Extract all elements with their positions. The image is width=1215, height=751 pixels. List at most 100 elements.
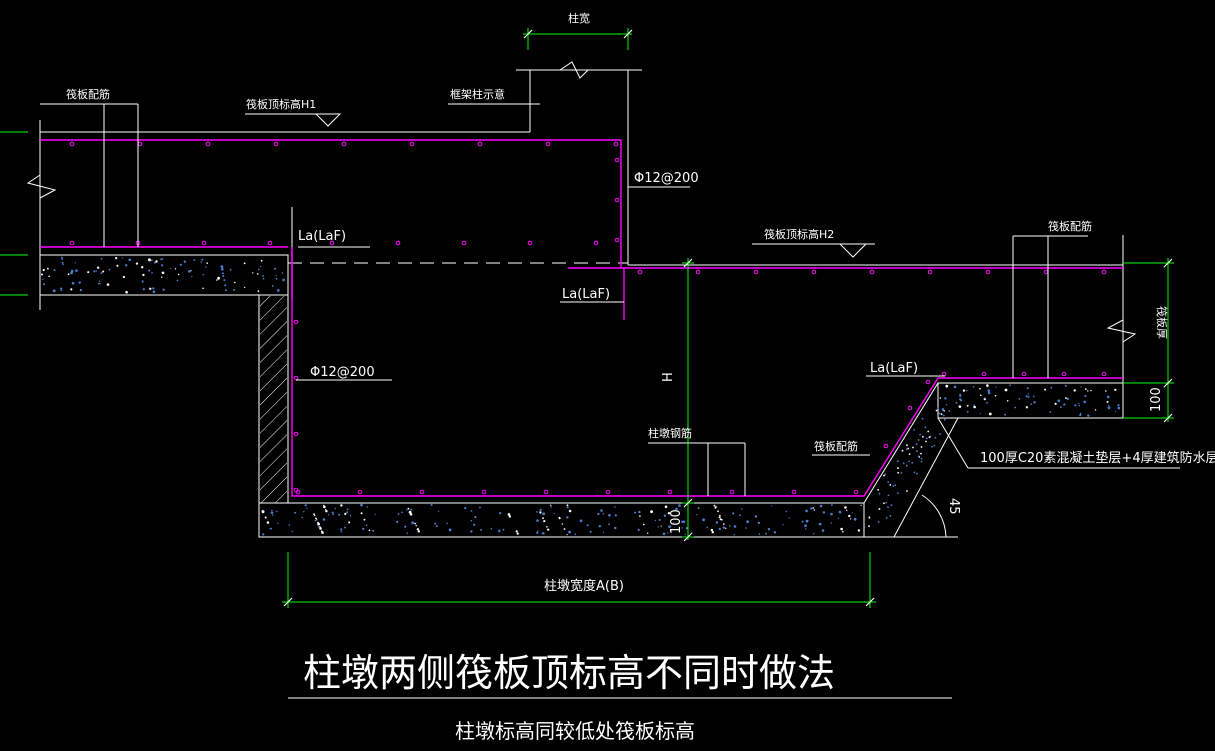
concrete-speckle xyxy=(410,508,413,511)
concrete-speckle xyxy=(897,460,899,463)
concrete-speckle xyxy=(275,278,278,280)
concrete-speckle xyxy=(830,522,832,524)
concrete-speckle xyxy=(878,508,881,510)
concrete-speckle xyxy=(902,462,905,465)
cushion-left xyxy=(39,254,289,296)
concrete-speckle xyxy=(922,435,924,438)
concrete-speckle xyxy=(222,275,225,277)
concrete-speckle xyxy=(887,506,889,508)
concrete-speckle xyxy=(41,273,43,276)
concrete-speckle xyxy=(430,504,433,506)
concrete-speckle xyxy=(563,528,566,530)
concrete-speckle xyxy=(915,443,918,446)
rebar-dot xyxy=(1061,371,1067,377)
concrete-speckle xyxy=(733,525,737,528)
concrete-speckle xyxy=(702,518,705,522)
concrete-speckle xyxy=(714,507,717,509)
concrete-speckle xyxy=(840,527,843,531)
cushion-layer xyxy=(39,254,1124,538)
concrete-speckle xyxy=(396,520,399,524)
concrete-speckle xyxy=(973,405,976,409)
concrete-speckle xyxy=(945,384,949,388)
concrete-speckle xyxy=(1083,400,1086,404)
concrete-speckle xyxy=(725,527,727,529)
rebar-dot xyxy=(695,269,701,275)
concrete-speckle xyxy=(348,521,351,524)
concrete-speckle xyxy=(822,511,826,514)
concrete-speckle xyxy=(48,275,50,278)
concrete-speckle xyxy=(667,512,671,515)
concrete-speckle xyxy=(1094,409,1097,411)
concrete-speckle xyxy=(372,529,375,532)
concrete-speckle xyxy=(589,530,592,533)
concrete-speckle xyxy=(414,522,416,525)
concrete-speckle xyxy=(362,527,365,531)
concrete-speckle xyxy=(566,534,568,536)
concrete-speckle xyxy=(269,528,271,530)
concrete-speckle xyxy=(718,516,721,519)
concrete-speckle xyxy=(878,492,881,495)
rebar-dot xyxy=(811,269,817,275)
concrete-speckle xyxy=(933,444,936,447)
concrete-speckle xyxy=(95,270,98,272)
concrete-speckle xyxy=(142,288,145,291)
concrete-speckle xyxy=(900,472,903,474)
concrete-speckle xyxy=(887,481,890,483)
concrete-speckle xyxy=(79,289,82,292)
concrete-speckle xyxy=(277,522,279,524)
concrete-speckle xyxy=(884,473,887,476)
concrete-speckle xyxy=(148,258,151,262)
concrete-speckle xyxy=(785,510,787,513)
concrete-speckle xyxy=(681,520,684,523)
concrete-speckle xyxy=(846,509,848,511)
concrete-speckle xyxy=(374,513,376,516)
concrete-speckle xyxy=(1117,406,1121,410)
concrete-speckle xyxy=(274,267,277,270)
concrete-speckle xyxy=(498,530,501,533)
concrete-speckle xyxy=(668,525,671,528)
label-pier-rebar: 柱墩钢筋 xyxy=(648,426,692,440)
concrete-speckle xyxy=(1018,398,1021,400)
concrete-speckle xyxy=(416,528,420,531)
rebar-dot xyxy=(853,489,859,495)
concrete-speckle xyxy=(149,287,152,290)
concrete-speckle xyxy=(905,448,908,451)
concrete-speckle xyxy=(161,271,165,275)
concrete-speckle xyxy=(921,417,924,420)
concrete-speckle xyxy=(939,397,942,399)
concrete-speckle xyxy=(543,520,546,523)
concrete-speckle xyxy=(151,272,153,274)
concrete-speckle xyxy=(102,270,105,273)
concrete-speckle xyxy=(1114,410,1117,413)
concrete-speckle xyxy=(889,514,892,517)
concrete-speckle xyxy=(550,506,552,508)
concrete-speckle xyxy=(673,522,675,524)
concrete-speckle xyxy=(810,507,813,510)
rebar-dot xyxy=(395,240,401,246)
concrete-speckle xyxy=(322,518,326,521)
concrete-speckle xyxy=(550,504,552,506)
concrete-speckle xyxy=(887,494,890,497)
rebar-dot xyxy=(1021,371,1027,377)
concrete-speckle xyxy=(1009,384,1012,387)
concrete-speckle xyxy=(313,513,315,516)
concrete-speckle xyxy=(74,262,76,264)
concrete-speckle xyxy=(193,259,196,261)
rebar-dot xyxy=(985,269,991,275)
rebar-dot xyxy=(981,371,987,377)
concrete-speckle xyxy=(479,506,481,509)
concrete-speckle xyxy=(713,504,716,507)
rebar-dot xyxy=(137,141,143,147)
concrete-speckle xyxy=(767,528,771,531)
concrete-speckle xyxy=(1033,395,1035,398)
concrete-speckle xyxy=(959,394,962,397)
concrete-speckle xyxy=(61,258,63,261)
concrete-speckle xyxy=(434,522,437,525)
concrete-speckle xyxy=(925,437,928,440)
rebar-dot xyxy=(329,240,335,246)
concrete-speckle xyxy=(306,507,308,509)
concrete-speckle xyxy=(733,534,735,536)
concrete-speckle xyxy=(161,276,163,278)
concrete-speckle xyxy=(206,262,208,264)
rebar-dot xyxy=(481,489,487,495)
